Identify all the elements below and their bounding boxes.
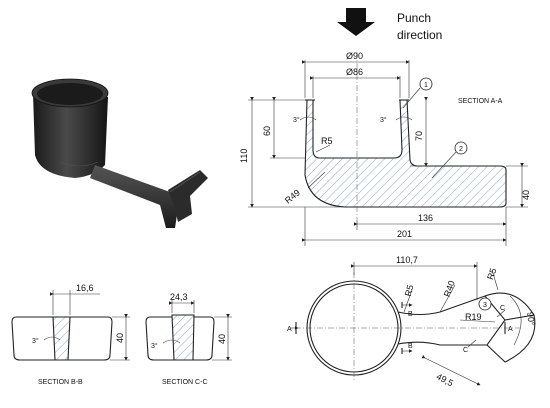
dim-r19: R19 <box>465 312 482 322</box>
section-cc-title: SECTION C-C <box>162 379 208 386</box>
punch-label-line2: direction <box>397 28 442 42</box>
section-cc-view: 24,3 40 3° <box>145 292 232 361</box>
dim-d86: Ø86 <box>346 67 363 77</box>
dim-w136: 136 <box>418 213 433 223</box>
section-marker-b-top: B <box>408 311 413 318</box>
dim-h60: 60 <box>262 126 272 136</box>
callout-2: 2 <box>459 146 463 153</box>
part-3d-render <box>31 78 208 228</box>
section-aa-title: SECTION A-A <box>458 98 503 105</box>
dim-w16-6: 16,6 <box>76 283 94 293</box>
section-marker-c-bottom: C <box>463 347 468 354</box>
dim-h70: 70 <box>414 131 424 141</box>
section-cc-body <box>171 314 195 361</box>
section-bb-view: 16,6 40 3° <box>11 283 130 361</box>
dim-h40-cc: 40 <box>217 334 227 344</box>
dim-h40-aa: 40 <box>521 190 531 200</box>
dim-deg-cc: 3° <box>151 342 158 350</box>
section-bb-body <box>52 316 71 361</box>
dim-w201: 201 <box>397 229 412 239</box>
punch-label-line1: Punch <box>397 11 431 25</box>
dim-r49: R49 <box>283 187 302 205</box>
dim-h110: 110 <box>239 149 249 163</box>
callout-1: 1 <box>424 82 428 89</box>
punch-direction-arrow <box>337 8 375 36</box>
dim-d90: Ø90 <box>346 51 363 61</box>
dim-w24-3: 24,3 <box>170 292 188 302</box>
dim-deg-bb: 3° <box>32 337 39 345</box>
callout-3: 3 <box>483 302 487 309</box>
dim-h40-bb: 40 <box>115 333 125 343</box>
dim-deg-left: 3° <box>293 116 300 124</box>
dim-r5-plan-b: R5 <box>485 267 498 281</box>
section-bb-title: SECTION B-B <box>38 379 83 386</box>
dim-w110-7: 110,7 <box>396 255 418 265</box>
dim-w49-5: 49,5 <box>435 371 455 388</box>
section-aa-body <box>304 99 507 208</box>
dim-r5-plan-a: R5 <box>403 284 416 298</box>
section-aa-view: Ø90 Ø86 110 60 70 3° 3° R5 R49 40 <box>239 51 531 246</box>
section-marker-c-top: C <box>500 305 505 312</box>
dim-r40: R40 <box>442 279 457 298</box>
section-marker-b-bottom: B <box>408 343 413 350</box>
dim-r5: R5 <box>321 136 333 146</box>
section-marker-a-left: A <box>287 326 292 333</box>
dim-ang90: 90° <box>525 312 536 327</box>
plan-view: 110,7 R5 R40 R5 3 R19 90° 49,5 A A B B <box>287 255 537 388</box>
dim-deg-right: 3° <box>380 116 387 124</box>
section-marker-a-right: A <box>508 326 513 333</box>
